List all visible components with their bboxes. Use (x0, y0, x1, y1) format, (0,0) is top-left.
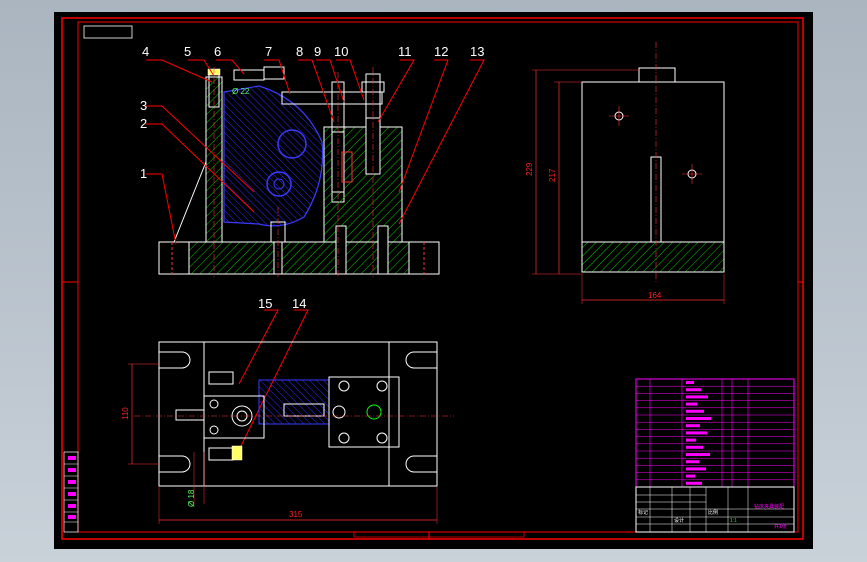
parts-list-entry (686, 409, 704, 413)
outer-frame (61, 17, 804, 540)
parts-list-entry (686, 395, 708, 399)
parts-list-entry (686, 424, 700, 428)
balloon-7: 7 (265, 44, 272, 59)
leaders (146, 59, 485, 453)
dim-plan-diameter: Ø 18 (187, 489, 196, 507)
balloon-11: 11 (398, 44, 412, 59)
balloon-5: 5 (184, 44, 191, 59)
balloon-9: 9 (314, 44, 321, 59)
dim-side-height-inner: 217 (548, 168, 557, 182)
parts-list-entry (686, 402, 697, 406)
bottom-scale-bar (353, 531, 525, 538)
front-view (158, 66, 440, 277)
sheet-count: 共1张 (774, 523, 787, 530)
drawing-name: 钻床夹具装配 (754, 503, 784, 510)
parts-list-entry (686, 474, 695, 478)
parts-list-entry (686, 481, 702, 485)
drawing-canvas: 1 2 3 4 5 6 7 8 9 10 11 12 13 14 15 Ø 22 (54, 12, 813, 549)
dim-plan-height: 110 (121, 407, 130, 420)
title-block: 标记 设计 比例 1:1 钻床夹具装配 共1张 (635, 486, 795, 533)
parts-list-entry (686, 453, 710, 456)
balloon-13: 13 (470, 44, 484, 59)
dim-side-width: 164 (648, 291, 662, 300)
revision-strip (63, 451, 79, 533)
parts-list-entry (686, 431, 707, 435)
balloon-6: 6 (214, 44, 221, 59)
parts-list-entry (686, 467, 706, 471)
corner-box (83, 25, 133, 39)
parts-list-entry (686, 381, 694, 384)
frame-ticks (62, 281, 803, 539)
parts-list-entry (686, 460, 699, 464)
balloon-3: 3 (140, 98, 147, 113)
parts-list-entry (686, 438, 696, 442)
titleblock-cell-c: 比例 (708, 509, 718, 516)
dim-plan-width: 315 (289, 510, 303, 519)
dim-side-height-outer: 229 (525, 162, 534, 176)
cad-drawing: 1 2 3 4 5 6 7 8 9 10 11 12 13 14 15 Ø 22 (61, 17, 804, 540)
titleblock-cell-b: 设计 (674, 517, 684, 524)
parts-list-entry (686, 388, 701, 392)
dim-top-diameter: Ø 22 (232, 87, 250, 96)
parts-list-entry (686, 445, 703, 449)
titleblock-scale: 1:1 (730, 518, 737, 524)
parts-list-entry (686, 417, 711, 420)
parts-list (635, 378, 795, 488)
balloon-15: 15 (258, 296, 272, 311)
plan-view (128, 341, 454, 524)
balloon-1: 1 (140, 166, 147, 181)
titleblock-cell-a: 标记 (638, 509, 648, 516)
balloon-14: 14 (292, 296, 306, 311)
balloon-labels: 1 2 3 4 5 6 7 8 9 10 11 12 13 14 15 (140, 44, 484, 311)
balloon-2: 2 (140, 116, 147, 131)
balloon-8: 8 (296, 44, 303, 59)
balloon-12: 12 (434, 44, 448, 59)
side-view (532, 42, 725, 304)
balloon-4: 4 (142, 44, 149, 59)
balloon-10: 10 (334, 44, 348, 59)
